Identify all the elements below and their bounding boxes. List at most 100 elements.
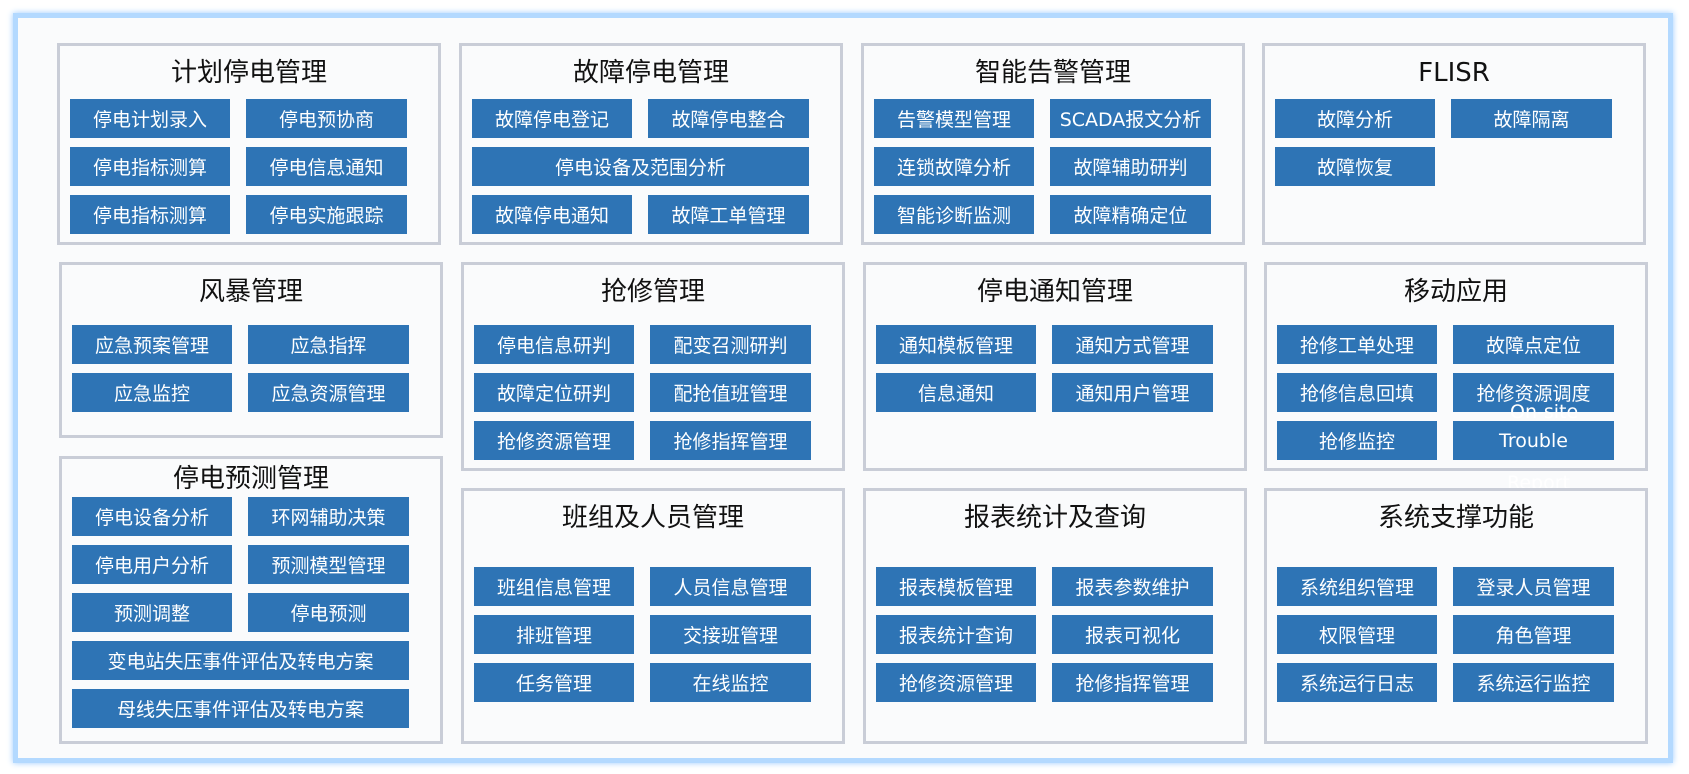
function-button[interactable]: 抢修指挥管理	[1052, 663, 1213, 702]
function-button-group: 通知模板管理通知方式管理信息通知通知用户管理	[876, 325, 1213, 412]
module-panel: 风暴管理应急预案管理应急指挥应急监控应急资源管理	[59, 262, 443, 438]
function-button[interactable]: Trouble	[1453, 421, 1614, 460]
function-button-group: 报表模板管理报表参数维护报表统计查询报表可视化抢修资源管理抢修指挥管理	[876, 567, 1213, 702]
function-button[interactable]: 故障隔离	[1451, 99, 1612, 138]
panel-title: 计划停电管理	[170, 58, 327, 88]
function-button[interactable]: 停电预协商	[246, 99, 407, 138]
panel-title: FLISR	[1418, 58, 1490, 88]
function-button[interactable]: 故障停电登记	[472, 99, 632, 138]
function-button[interactable]: 变电站失压事件评估及转电方案	[72, 641, 409, 680]
function-button[interactable]: 通知用户管理	[1052, 373, 1213, 412]
module-panel: 停电预测管理停电设备分析环网辅助决策停电用户分析预测模型管理预测调整停电预测变电…	[59, 456, 443, 744]
function-button-group: 应急预案管理应急指挥应急监控应急资源管理	[72, 325, 409, 412]
function-button[interactable]: 角色管理	[1453, 615, 1614, 654]
module-panel: 故障停电管理故障停电登记故障停电整合停电设备及范围分析故障停电通知故障工单管理	[459, 43, 843, 245]
function-button[interactable]: 信息通知	[876, 373, 1036, 412]
function-button[interactable]: 通知模板管理	[876, 325, 1036, 364]
function-button-group: 停电计划录入停电预协商停电指标测算停电信息通知停电指标测算停电实施跟踪	[70, 99, 407, 234]
module-panel: 计划停电管理停电计划录入停电预协商停电指标测算停电信息通知停电指标测算停电实施跟…	[57, 43, 441, 245]
function-button[interactable]: 登录人员管理	[1453, 567, 1614, 606]
function-button[interactable]: 告警模型管理	[874, 99, 1034, 138]
function-button[interactable]: 系统组织管理	[1277, 567, 1437, 606]
function-button[interactable]: 人员信息管理	[650, 567, 811, 606]
function-button[interactable]: 报表模板管理	[876, 567, 1036, 606]
function-button[interactable]: SCADA报文分析	[1050, 99, 1211, 138]
function-button-group: 停电信息研判配变召测研判故障定位研判配抢值班管理抢修资源管理抢修指挥管理	[474, 325, 811, 460]
panel-title: 停电预测管理	[172, 464, 329, 494]
function-button[interactable]: 抢修工单处理	[1277, 325, 1437, 364]
panel-title: 抢修管理	[600, 277, 705, 307]
function-button[interactable]: 排班管理	[474, 615, 634, 654]
function-button-group: 班组信息管理人员信息管理排班管理交接班管理任务管理在线监控	[474, 567, 811, 702]
function-button[interactable]: 故障辅助研判	[1050, 147, 1211, 186]
function-button[interactable]: 应急预案管理	[72, 325, 232, 364]
function-button[interactable]: 停电设备分析	[72, 497, 232, 536]
function-button[interactable]: 抢修信息回填	[1277, 373, 1437, 412]
function-button[interactable]: 故障分析	[1275, 99, 1435, 138]
function-button[interactable]: 停电设备及范围分析	[472, 147, 809, 186]
function-button[interactable]: 在线监控	[650, 663, 811, 702]
module-panel: FLISR 故障分析故障隔离故障恢复	[1262, 43, 1646, 245]
function-button[interactable]: 故障定位研判	[474, 373, 634, 412]
function-button[interactable]: 停电指标测算	[70, 195, 230, 234]
function-button[interactable]: 故障点定位	[1453, 325, 1614, 364]
function-button[interactable]: 任务管理	[474, 663, 634, 702]
function-button[interactable]: 故障工单管理	[648, 195, 809, 234]
function-button[interactable]: 权限管理	[1277, 615, 1437, 654]
module-panel: 智能告警管理告警模型管理 SCADA报文分析连锁故障分析故障辅助研判智能诊断监测故…	[861, 43, 1245, 245]
function-button[interactable]: 停电用户分析	[72, 545, 232, 584]
function-button[interactable]: 抢修监控	[1277, 421, 1437, 460]
module-panel: 报表统计及查询报表模板管理报表参数维护报表统计查询报表可视化抢修资源管理抢修指挥…	[863, 488, 1247, 744]
function-button-group: 故障分析故障隔离故障恢复	[1275, 99, 1612, 186]
function-button[interactable]: 报表统计查询	[876, 615, 1036, 654]
panel-title: 风暴管理	[198, 277, 303, 307]
function-button[interactable]: 系统运行监控	[1453, 663, 1614, 702]
function-button[interactable]: 应急指挥	[248, 325, 409, 364]
function-button[interactable]: 系统运行日志	[1277, 663, 1437, 702]
function-button-group: 停电设备分析环网辅助决策停电用户分析预测模型管理预测调整停电预测变电站失压事件评…	[72, 497, 409, 728]
function-button[interactable]: 停电信息通知	[246, 147, 407, 186]
function-button[interactable]: 故障停电通知	[472, 195, 632, 234]
panel-title: 班组及人员管理	[561, 503, 744, 533]
function-button[interactable]: 报表参数维护	[1052, 567, 1213, 606]
function-button[interactable]: 预测调整	[72, 593, 232, 632]
function-button[interactable]: 故障精确定位	[1050, 195, 1211, 234]
function-button[interactable]: 班组信息管理	[474, 567, 634, 606]
panel-title: 停电通知管理	[976, 277, 1133, 307]
function-button[interactable]: 停电信息研判	[474, 325, 634, 364]
function-button[interactable]: 抢修资源调度	[1453, 373, 1614, 412]
function-button[interactable]: 抢修资源管理	[876, 663, 1036, 702]
function-button[interactable]: 应急资源管理	[248, 373, 409, 412]
function-button[interactable]: 连锁故障分析	[874, 147, 1034, 186]
module-panel: 抢修管理停电信息研判配变召测研判故障定位研判配抢值班管理抢修资源管理抢修指挥管理	[461, 262, 845, 471]
function-button[interactable]: 停电预测	[248, 593, 409, 632]
function-button[interactable]: 故障停电整合	[648, 99, 809, 138]
function-button[interactable]: 停电指标测算	[70, 147, 230, 186]
function-button[interactable]: 停电实施跟踪	[246, 195, 407, 234]
function-button-group: 故障停电登记故障停电整合停电设备及范围分析故障停电通知故障工单管理	[472, 99, 809, 234]
function-button-group: 抢修工单处理故障点定位抢修信息回填抢修资源调度抢修监控 Trouble	[1277, 325, 1614, 460]
function-button[interactable]: 报表可视化	[1052, 615, 1213, 654]
function-button[interactable]: 交接班管理	[650, 615, 811, 654]
panel-title: 智能告警管理	[974, 58, 1131, 88]
function-button[interactable]: 环网辅助决策	[248, 497, 409, 536]
function-button[interactable]: 通知方式管理	[1052, 325, 1213, 364]
function-button[interactable]: 配抢值班管理	[650, 373, 811, 412]
function-button-group: 告警模型管理 SCADA报文分析连锁故障分析故障辅助研判智能诊断监测故障精确定位	[874, 99, 1211, 234]
function-button[interactable]: 故障恢复	[1275, 147, 1435, 186]
function-button[interactable]: 配变召测研判	[650, 325, 811, 364]
function-button[interactable]: 母线失压事件评估及转电方案	[72, 689, 409, 728]
function-button[interactable]: 停电计划录入	[70, 99, 230, 138]
panel-title: 报表统计及查询	[963, 503, 1146, 533]
function-button[interactable]: 抢修指挥管理	[650, 421, 811, 460]
module-panel: 系统支撑功能系统组织管理登录人员管理权限管理角色管理系统运行日志系统运行监控	[1264, 488, 1648, 744]
panel-title: 移动应用	[1403, 277, 1508, 307]
panel-title: 系统支撑功能	[1377, 503, 1534, 533]
module-panel: 班组及人员管理班组信息管理人员信息管理排班管理交接班管理任务管理在线监控	[461, 488, 845, 744]
function-button[interactable]: 预测模型管理	[248, 545, 409, 584]
function-button[interactable]: 应急监控	[72, 373, 232, 412]
function-button[interactable]: 抢修资源管理	[474, 421, 634, 460]
module-panel: 停电通知管理通知模板管理通知方式管理信息通知通知用户管理	[863, 262, 1247, 471]
function-button[interactable]: 智能诊断监测	[874, 195, 1034, 234]
